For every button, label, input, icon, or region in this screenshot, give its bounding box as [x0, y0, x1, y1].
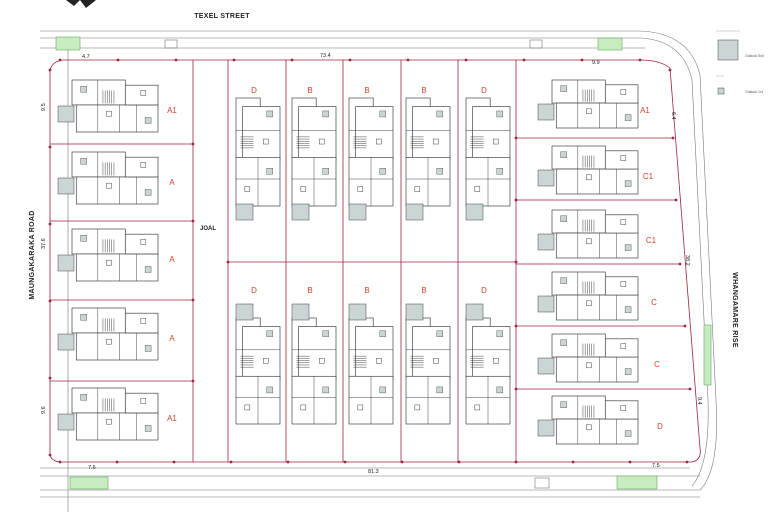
house-lower-5 [465, 303, 511, 425]
dim-bottom-left: 7.6 [88, 465, 96, 471]
legend-outlook-1x1-swatch [717, 87, 725, 95]
house-left-3 [57, 228, 159, 282]
lot-label-upper-1: D [251, 86, 257, 95]
lot-label-upper-4: B [421, 86, 426, 95]
lot-label-right-6: D [657, 422, 663, 431]
lot-label-left-2: A [169, 178, 175, 187]
legend-outlook-5x5-swatch [717, 39, 739, 61]
dimension-labels: 4.7 73.4 9.9 7.6 81.3 7.5 9.5 37.6 9.6 6… [41, 53, 702, 475]
house-upper-4 [405, 97, 451, 221]
house-left-4 [57, 307, 159, 361]
dim-right-top: 6.4 [670, 112, 676, 120]
lot-label-upper-2: B [307, 86, 312, 95]
street-label-north: TEXEL STREET [194, 13, 250, 20]
lot-label-upper-3: B [364, 86, 369, 95]
dim-left-bottom: 9.6 [41, 406, 47, 414]
dim-left-mid: 37.6 [41, 238, 47, 249]
dim-top-right: 9.9 [592, 60, 600, 66]
lot-label-upper-5: D [481, 86, 487, 95]
legend: Outlook 5x5 Outlook 1x1 [716, 30, 764, 95]
house-upper-1 [235, 97, 281, 221]
house-lower-2 [291, 303, 337, 425]
house-upper-5 [465, 97, 511, 221]
house-lower-3 [348, 303, 394, 425]
lot-label-left-4: A [169, 334, 175, 343]
house-left-2 [57, 151, 159, 205]
lot-label-right-5: C [654, 360, 660, 369]
dim-right-bottom: 9.4 [696, 397, 702, 405]
legend-outlook-5x5-label: Outlook 5x5 [745, 54, 764, 58]
house-right-3 [537, 209, 639, 259]
legend-outlook-1x1-label: Outlook 1x1 [745, 90, 764, 94]
dim-left-top: 9.5 [41, 103, 47, 111]
house-right-1 [537, 79, 639, 129]
house-right-2 [537, 145, 639, 195]
lot-label-lower-1: D [251, 286, 257, 295]
lot-label-lower-2: B [307, 286, 312, 295]
house-lower-4 [405, 303, 451, 425]
street-label-east: WHANGAMARE RISE [731, 272, 738, 348]
house-right-5 [537, 333, 639, 383]
house-lower-1 [235, 303, 281, 425]
lot-label-left-1: A1 [167, 106, 177, 115]
boundary-pegs [48, 58, 692, 464]
dim-bottom-right: 7.5 [652, 463, 660, 469]
lot-label-lower-4: B [421, 286, 426, 295]
dim-top-left: 4.7 [82, 54, 90, 60]
lot-label-right-1: A1 [640, 106, 650, 115]
lot-label-lower-3: B [364, 286, 369, 295]
grass-areas [55, 36, 712, 490]
dim-right-mid: 38.2 [684, 255, 690, 266]
dim-top-total: 73.4 [320, 53, 331, 59]
road-edges [40, 30, 717, 512]
house-upper-3 [348, 97, 394, 221]
lot-label-right-4: C [651, 298, 657, 307]
street-label-west: MAUNGAKARAKA ROAD [29, 210, 36, 299]
north-arrow-icon [66, 0, 96, 8]
dim-bottom-total: 81.3 [368, 469, 379, 475]
lot-label-left-3: A [169, 255, 175, 264]
house-right-6 [537, 395, 639, 445]
house-left-1 [57, 79, 159, 133]
lane-label: JOAL [200, 226, 216, 232]
house-right-4 [537, 271, 639, 321]
lot-label-right-3: C1 [646, 236, 657, 245]
house-upper-2 [291, 97, 337, 221]
lot-label-lower-5: D [481, 286, 487, 295]
lot-label-right-2: C1 [643, 172, 654, 181]
lot-label-left-5: A1 [167, 414, 177, 423]
house-plans [57, 79, 639, 445]
house-left-5 [57, 387, 159, 441]
